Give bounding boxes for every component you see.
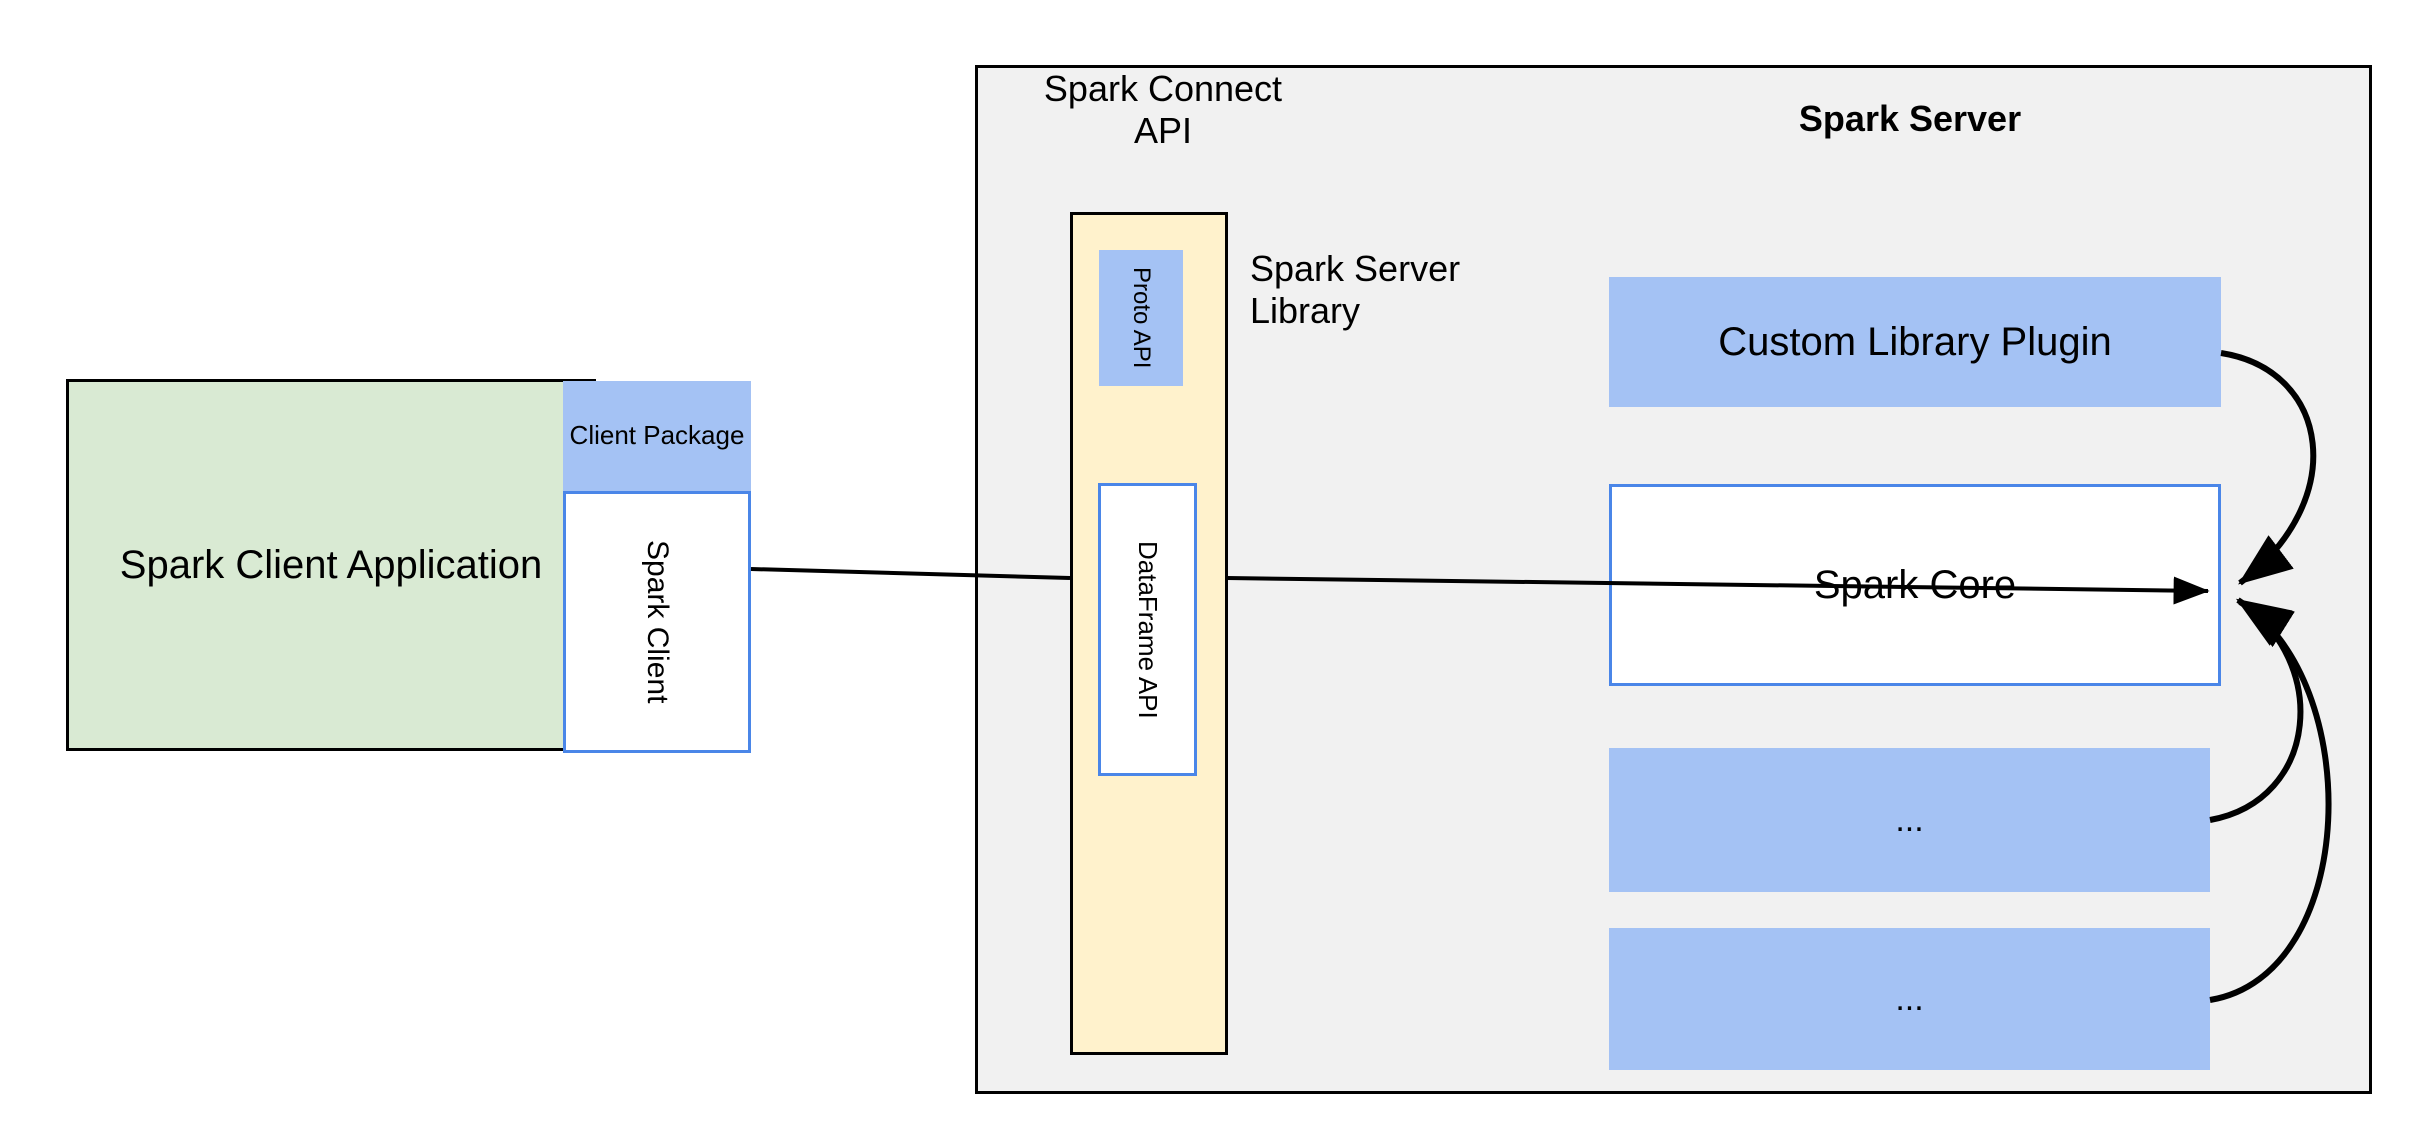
spark-server-title: Spark Server — [1798, 98, 2022, 139]
spark-client-box[interactable]: Spark Client — [563, 491, 751, 753]
spark-connect-api-label: Spark Connect API — [1043, 68, 1283, 152]
spark-client-application-box[interactable]: Spark Client Application — [66, 379, 596, 751]
client-package-box[interactable]: Client Package — [563, 381, 751, 491]
ellipsis-box-2[interactable]: ... — [1609, 928, 2210, 1070]
proto-api-label: Proto API — [1128, 267, 1155, 369]
proto-api-box[interactable]: Proto API — [1099, 250, 1183, 386]
spark-client-label: Spark Client — [641, 540, 674, 704]
dataframe-api-label: DataFrame API — [1133, 540, 1163, 719]
spark-server-library-label: Spark Server Library — [1250, 248, 1461, 332]
ellipsis-box-1[interactable]: ... — [1609, 748, 2210, 892]
dataframe-api-box[interactable]: DataFrame API — [1098, 483, 1197, 776]
custom-library-plugin-box[interactable]: Custom Library Plugin — [1609, 277, 2221, 407]
spark-core-box[interactable]: Spark Core — [1609, 484, 2221, 686]
